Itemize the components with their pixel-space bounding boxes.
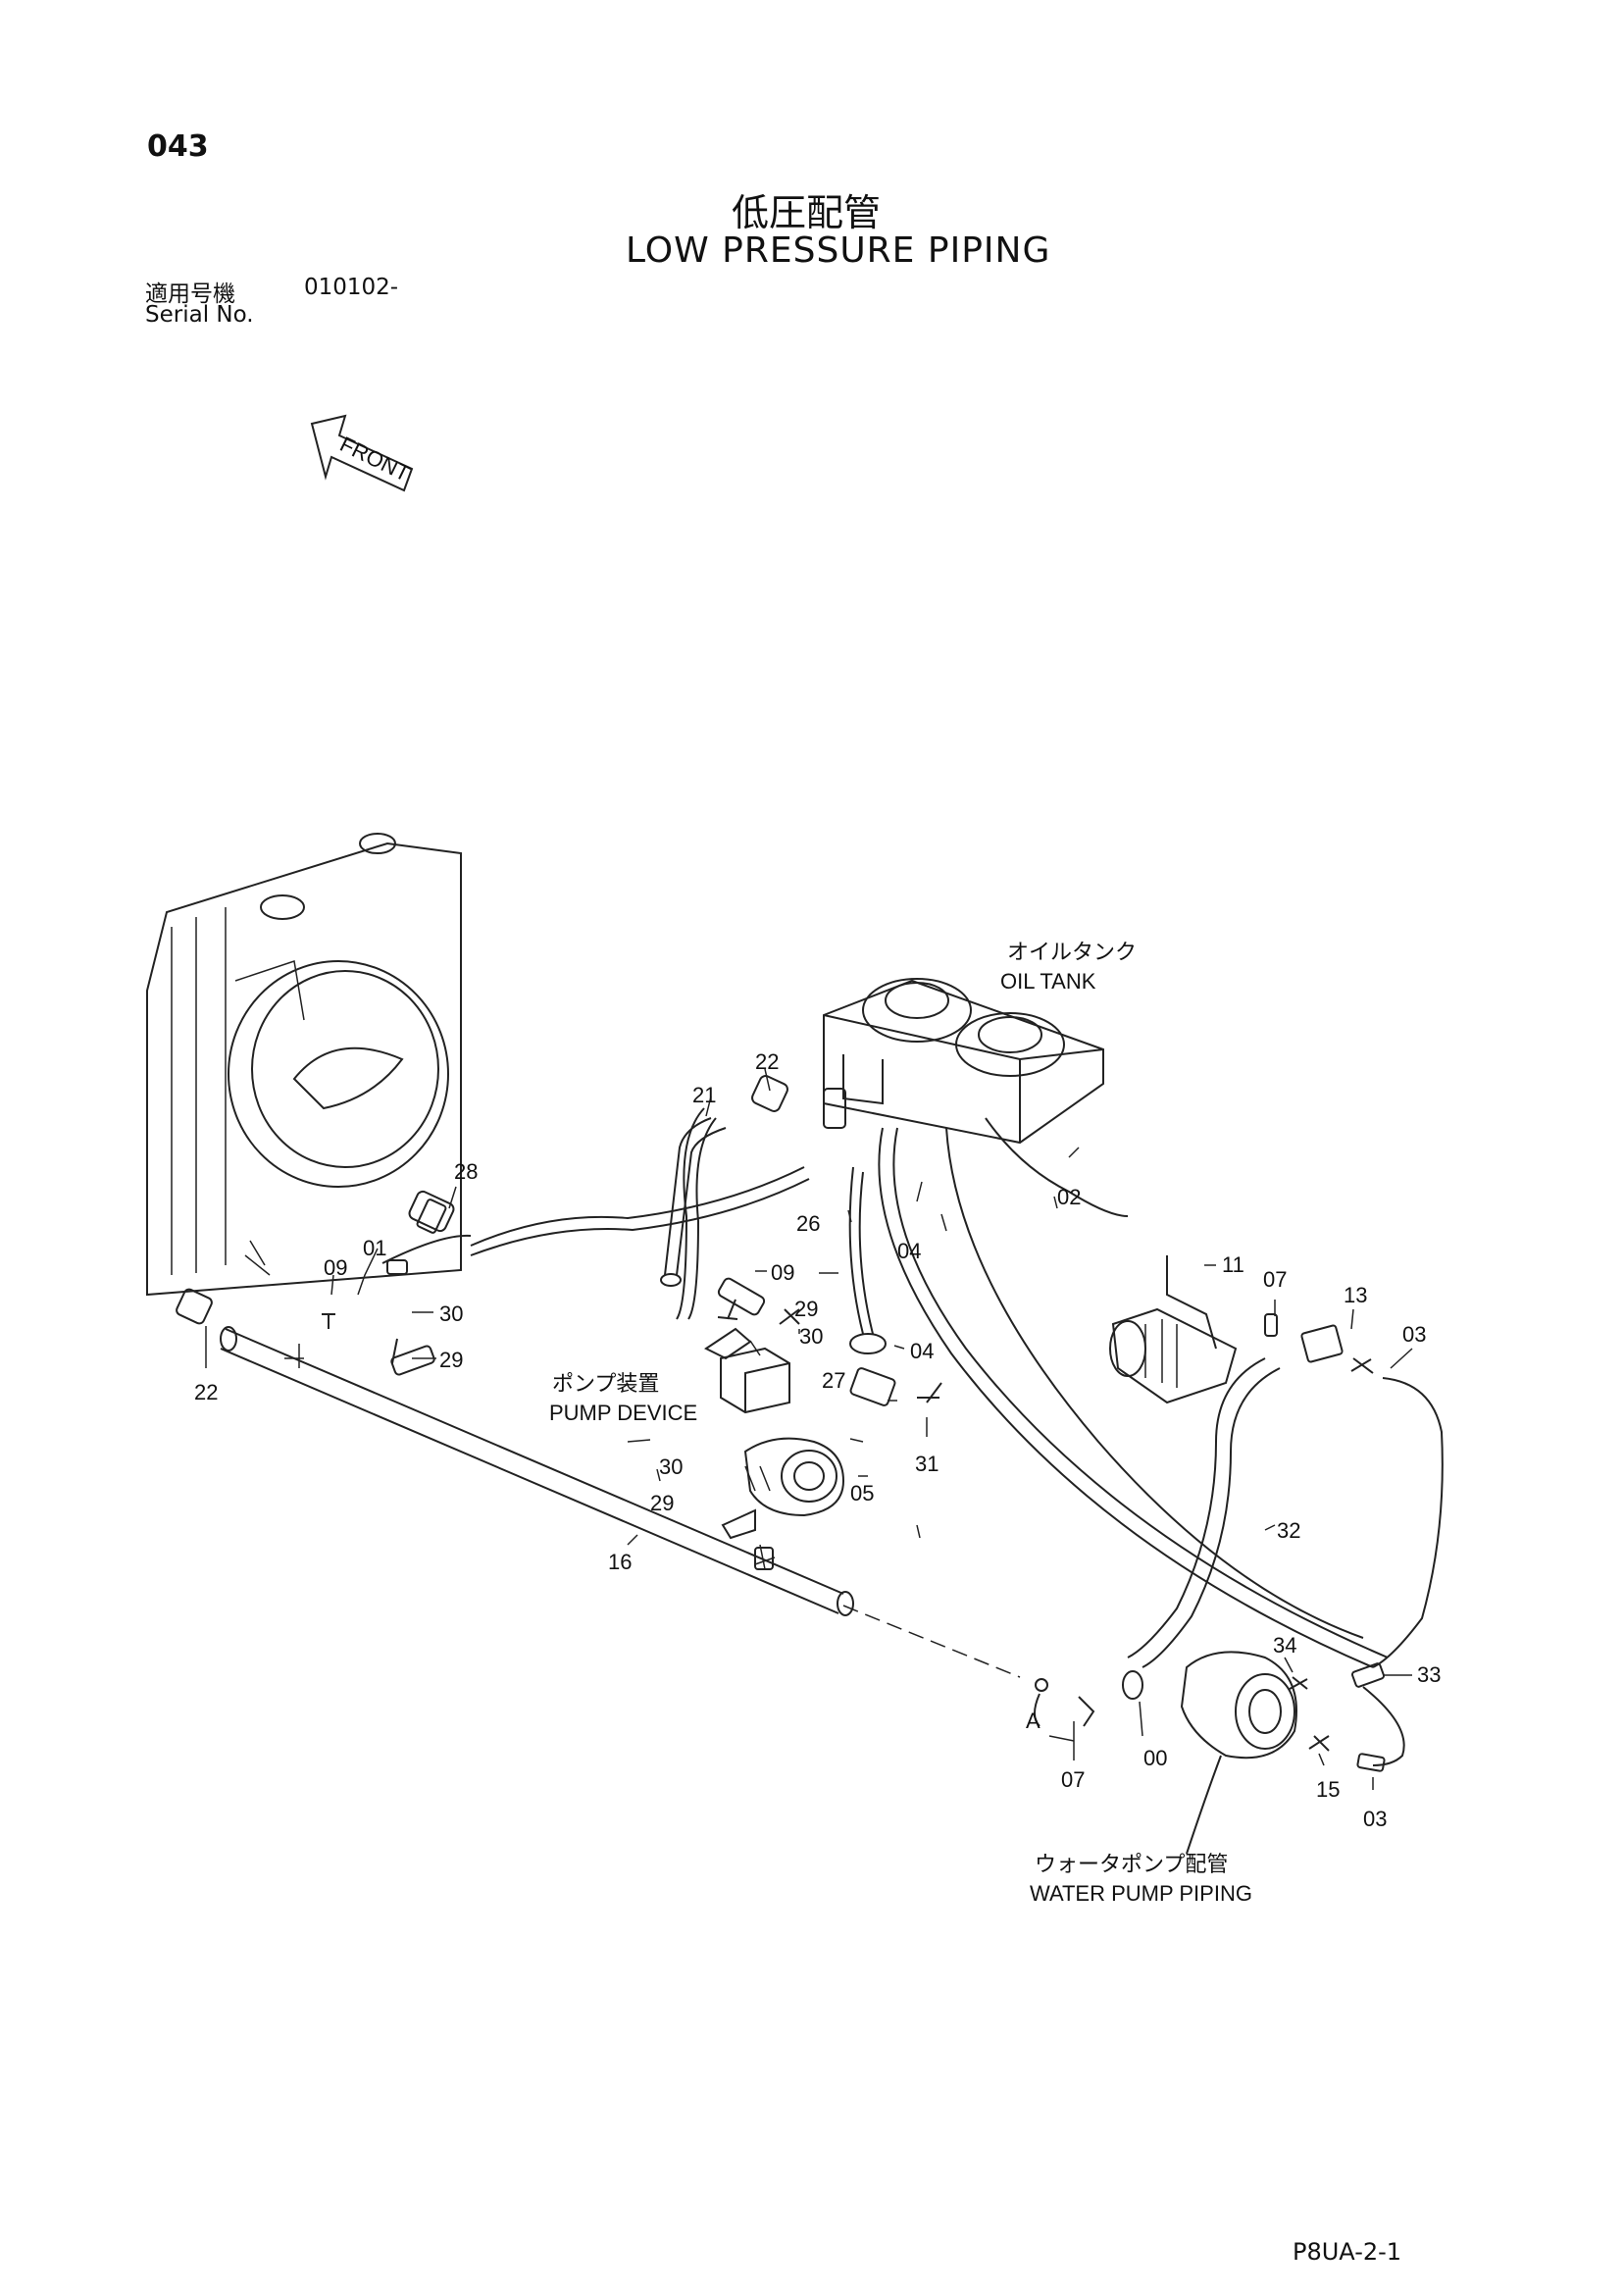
callout-26: 26 — [796, 1211, 820, 1236]
callout-09: 09 — [324, 1255, 347, 1280]
pipe-21 — [660, 1117, 727, 1287]
serial-label-japanese: 適用号機 — [145, 281, 235, 307]
fittings — [176, 1075, 1386, 1772]
callout-11: 11 — [1222, 1252, 1244, 1277]
callout-30: 30 — [659, 1454, 683, 1479]
callout-34: 34 — [1273, 1633, 1296, 1658]
serial-value: 010102- — [304, 275, 399, 300]
figure-code: P8UA-2-1 — [1293, 2238, 1402, 2266]
callout-03: 03 — [1402, 1322, 1426, 1347]
front-arrow-icon: FRONT — [310, 414, 414, 492]
hose-lines — [381, 1107, 1444, 1766]
callout-07: 07 — [1061, 1767, 1085, 1792]
callout-27: 27 — [822, 1368, 845, 1393]
callouts: 28 01 09 30 29 22 22 21 09 29 30 26 04 0… — [194, 1049, 1441, 1831]
callout-30: 30 — [799, 1324, 823, 1349]
callout-00: 00 — [1143, 1746, 1167, 1770]
page-number: 043 — [147, 129, 209, 164]
radiator-assembly — [146, 833, 462, 1297]
callout-05: 05 — [850, 1481, 874, 1505]
callout-28: 28 — [454, 1159, 478, 1184]
callout-13: 13 — [1344, 1283, 1367, 1307]
connector-a: A — [1026, 1709, 1040, 1733]
callout-29: 29 — [439, 1348, 463, 1372]
callout-03: 03 — [1363, 1807, 1387, 1831]
callout-04: 04 — [897, 1239, 921, 1263]
leader-lines — [205, 1068, 1413, 1790]
filter-cylinder — [1109, 1255, 1238, 1404]
water-pump — [1180, 1651, 1297, 1855]
callout-30: 30 — [439, 1301, 463, 1326]
pump-device-label-jp: ポンプ装置 — [552, 1372, 659, 1397]
oil-tank-label: OIL TANK — [1000, 969, 1096, 994]
serial-label: Serial No. — [145, 302, 254, 328]
water-pump-label-jp: ウォータポンプ配管 — [1035, 1853, 1228, 1877]
oil-tank — [823, 978, 1104, 1145]
callout-09: 09 — [771, 1260, 794, 1285]
callout-29: 29 — [650, 1491, 674, 1515]
callout-16: 16 — [608, 1550, 632, 1574]
callout-33: 33 — [1417, 1662, 1441, 1687]
oil-tank-label-jp: オイルタンク — [1007, 941, 1137, 965]
callout-29: 29 — [794, 1297, 818, 1321]
callout-21: 21 — [692, 1083, 716, 1107]
callout-04: 04 — [910, 1339, 934, 1363]
pipe-16 — [220, 1326, 1021, 1678]
water-pump-label: WATER PUMP PIPING — [1030, 1881, 1252, 1906]
pump-device-label: PUMP DEVICE — [549, 1401, 697, 1425]
pump-device — [720, 1347, 845, 1517]
callout-22: 22 — [755, 1049, 779, 1074]
title-japanese: 低圧配管 — [732, 191, 882, 234]
callout-01: 01 — [363, 1236, 386, 1260]
callout-15: 15 — [1316, 1777, 1340, 1802]
callout-07: 07 — [1263, 1267, 1287, 1292]
callout-32: 32 — [1277, 1518, 1300, 1543]
page-title: LOW PRESSURE PIPING — [626, 230, 1051, 271]
callout-22: 22 — [194, 1380, 218, 1404]
callout-02: 02 — [1057, 1185, 1081, 1209]
callout-31: 31 — [915, 1452, 939, 1476]
area-labels: オイルタンク OIL TANK ポンプ装置 PUMP DEVICE ウォータポン… — [549, 941, 1252, 1906]
